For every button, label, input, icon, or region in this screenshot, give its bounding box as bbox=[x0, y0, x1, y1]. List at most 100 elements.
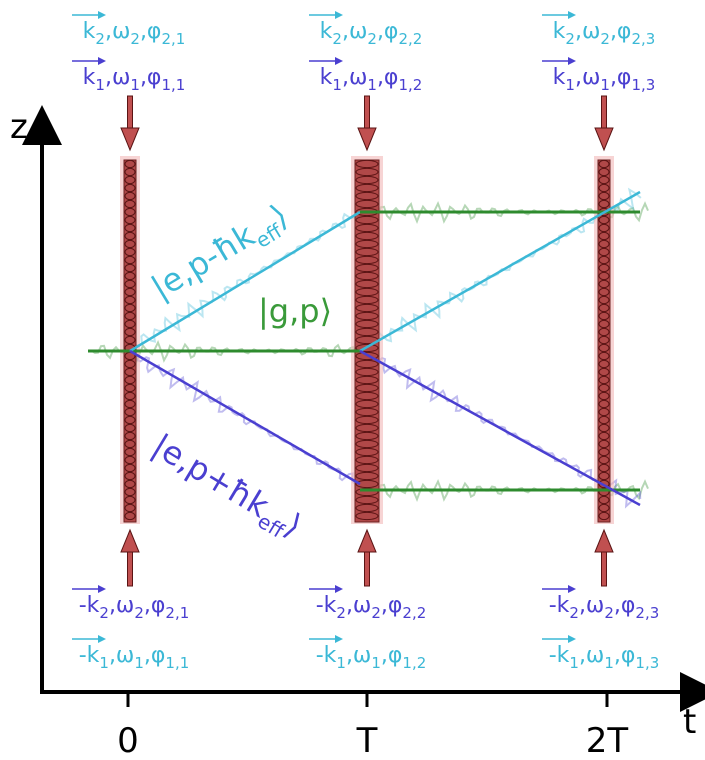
t-axis-label: t bbox=[683, 702, 696, 742]
pulse-ring bbox=[124, 431, 136, 441]
pulse-beam-1 bbox=[354, 159, 380, 523]
trajectories bbox=[88, 190, 641, 507]
pulse-ring bbox=[355, 447, 379, 457]
top-k1-label-2: k1,ω1,φ1,3 bbox=[553, 65, 656, 94]
vector-arrow-head bbox=[98, 585, 106, 593]
pulse-ring bbox=[355, 239, 379, 249]
bottom-arrow-shaft-1 bbox=[364, 549, 370, 587]
pulse-ring bbox=[355, 391, 379, 401]
pulse-ring bbox=[355, 271, 379, 281]
top-arrow-shaft-0 bbox=[127, 95, 133, 131]
tick-label-T: T bbox=[356, 721, 378, 760]
pulse-ring bbox=[598, 327, 610, 337]
vector-arrow-head bbox=[568, 11, 576, 19]
pulse-ring bbox=[598, 431, 610, 441]
pulse-ring bbox=[124, 303, 136, 313]
bottom-arrow-shaft-0 bbox=[127, 549, 133, 587]
pulse-ring bbox=[355, 479, 379, 489]
bottom-arrow-head-0 bbox=[120, 528, 140, 553]
pulse-ring bbox=[355, 455, 379, 465]
pulse-ring bbox=[355, 247, 379, 257]
pulse-ring bbox=[598, 503, 610, 513]
pulse-ring bbox=[598, 183, 610, 193]
upper-arm-path bbox=[129, 210, 361, 353]
z-axis-label: z bbox=[10, 107, 28, 147]
lower-state-label: |e,p+ħkeff⟩ bbox=[143, 426, 308, 549]
pulse-ring bbox=[124, 415, 136, 425]
pulse-ring bbox=[598, 463, 610, 473]
pulse-ring bbox=[598, 439, 610, 449]
top-arrow-head-1 bbox=[357, 127, 377, 152]
pulse-ring bbox=[598, 255, 610, 265]
bottom-arrow-head-2 bbox=[594, 528, 614, 553]
bottom-arrow-shaft-2 bbox=[601, 549, 607, 587]
pulse-ring bbox=[355, 231, 379, 241]
pulse-ring bbox=[355, 303, 379, 313]
bottom-k1-label-1: -k1,ω1,φ1,2 bbox=[316, 643, 427, 672]
pulse-ring bbox=[598, 287, 610, 297]
pulse-ring bbox=[598, 279, 610, 289]
pulse-ring bbox=[124, 495, 136, 505]
top-k2-label-0: k2,ω2,φ2,1 bbox=[83, 19, 186, 48]
pulse-ring bbox=[124, 471, 136, 481]
lower-arm-path bbox=[129, 349, 361, 486]
pulse-ring bbox=[355, 223, 379, 233]
pulse-ring bbox=[598, 271, 610, 281]
pulse-ring bbox=[355, 175, 379, 185]
pulse-ring bbox=[355, 199, 379, 209]
pulse-ring bbox=[598, 455, 610, 465]
pulse-ring bbox=[124, 511, 136, 521]
pulse-ring bbox=[598, 215, 610, 225]
pulse-ring bbox=[124, 159, 136, 169]
pulse-labels: k2,ω2,φ2,1k1,ω1,φ1,1-k2,ω2,φ2,1-k1,ω1,φ1… bbox=[72, 11, 659, 672]
pulse-ring bbox=[355, 183, 379, 193]
pulse-ring bbox=[124, 335, 136, 345]
bottom-k2-label-0: -k2,ω2,φ2,1 bbox=[79, 593, 190, 622]
pulse-ring bbox=[598, 247, 610, 257]
top-k2-label-1: k2,ω2,φ2,2 bbox=[320, 19, 423, 48]
bottom-arrow-head-1 bbox=[357, 528, 377, 553]
bottom-k2-label-1: -k2,ω2,φ2,2 bbox=[316, 593, 427, 622]
pulse-ring bbox=[124, 239, 136, 249]
pulse-ring bbox=[598, 303, 610, 313]
pulse-ring bbox=[355, 503, 379, 513]
pulse-ring bbox=[598, 223, 610, 233]
pulse-ring bbox=[355, 495, 379, 505]
pulse-ring bbox=[598, 159, 610, 169]
vector-arrow-head bbox=[335, 585, 343, 593]
cross-path-down bbox=[359, 349, 641, 507]
pulse-ring bbox=[355, 487, 379, 497]
pulse-ring bbox=[124, 255, 136, 265]
pulse-ring bbox=[598, 479, 610, 489]
pulse-ring bbox=[355, 423, 379, 433]
pulse-ring bbox=[124, 391, 136, 401]
pulse-ring bbox=[124, 279, 136, 289]
pulse-ring bbox=[598, 399, 610, 409]
top-k1-label-1: k1,ω1,φ1,2 bbox=[320, 65, 423, 94]
pulse-ring bbox=[355, 327, 379, 337]
pulse-ring bbox=[598, 335, 610, 345]
pulse-ring bbox=[355, 279, 379, 289]
pulse-ring bbox=[598, 415, 610, 425]
pulse-ring bbox=[598, 391, 610, 401]
pulse-ring bbox=[355, 351, 379, 361]
pulse-ring bbox=[124, 359, 136, 369]
cross-path-up bbox=[359, 190, 641, 353]
pulse-ring bbox=[124, 383, 136, 393]
pulse-ring bbox=[355, 159, 379, 169]
vector-arrow-head bbox=[98, 11, 106, 19]
pulse-ring bbox=[355, 399, 379, 409]
upper-arm-wave-packet bbox=[135, 212, 357, 347]
pulse-ring bbox=[124, 311, 136, 321]
pulse-ring bbox=[124, 167, 136, 177]
pulse-ring bbox=[124, 399, 136, 409]
pulse-ring bbox=[355, 415, 379, 425]
pulse-ring bbox=[124, 327, 136, 337]
pulse-ring bbox=[124, 463, 136, 473]
laser-pulses bbox=[120, 95, 614, 587]
pulse-ring bbox=[124, 423, 136, 433]
vector-arrow-head bbox=[568, 57, 576, 65]
pulse-ring bbox=[355, 215, 379, 225]
pulse-ring bbox=[355, 343, 379, 353]
pulse-ring bbox=[598, 263, 610, 273]
